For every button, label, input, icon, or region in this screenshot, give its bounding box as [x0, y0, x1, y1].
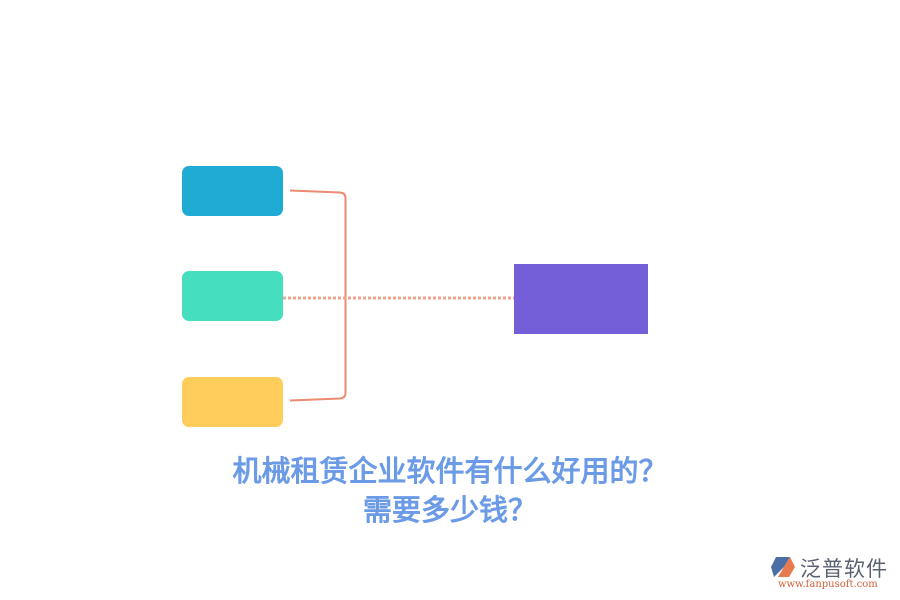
- page-title-line1: 机械租赁企业软件有什么好用的？: [232, 454, 668, 488]
- fanpu-logo-icon: [771, 557, 795, 577]
- diagram-node-teal: [182, 271, 283, 321]
- diagram-node-yellow: [182, 377, 283, 427]
- diagram-node-blue: [182, 166, 283, 216]
- page-title-line2: 需要多少钱？: [362, 493, 537, 527]
- watermark-logo: 泛普软件 www.fanpusoft.com: [770, 553, 895, 593]
- watermark-url: www.fanpusoft.com: [778, 579, 878, 590]
- watermark-name: 泛普软件: [800, 557, 888, 581]
- diagram-node-purple-target: [514, 264, 648, 334]
